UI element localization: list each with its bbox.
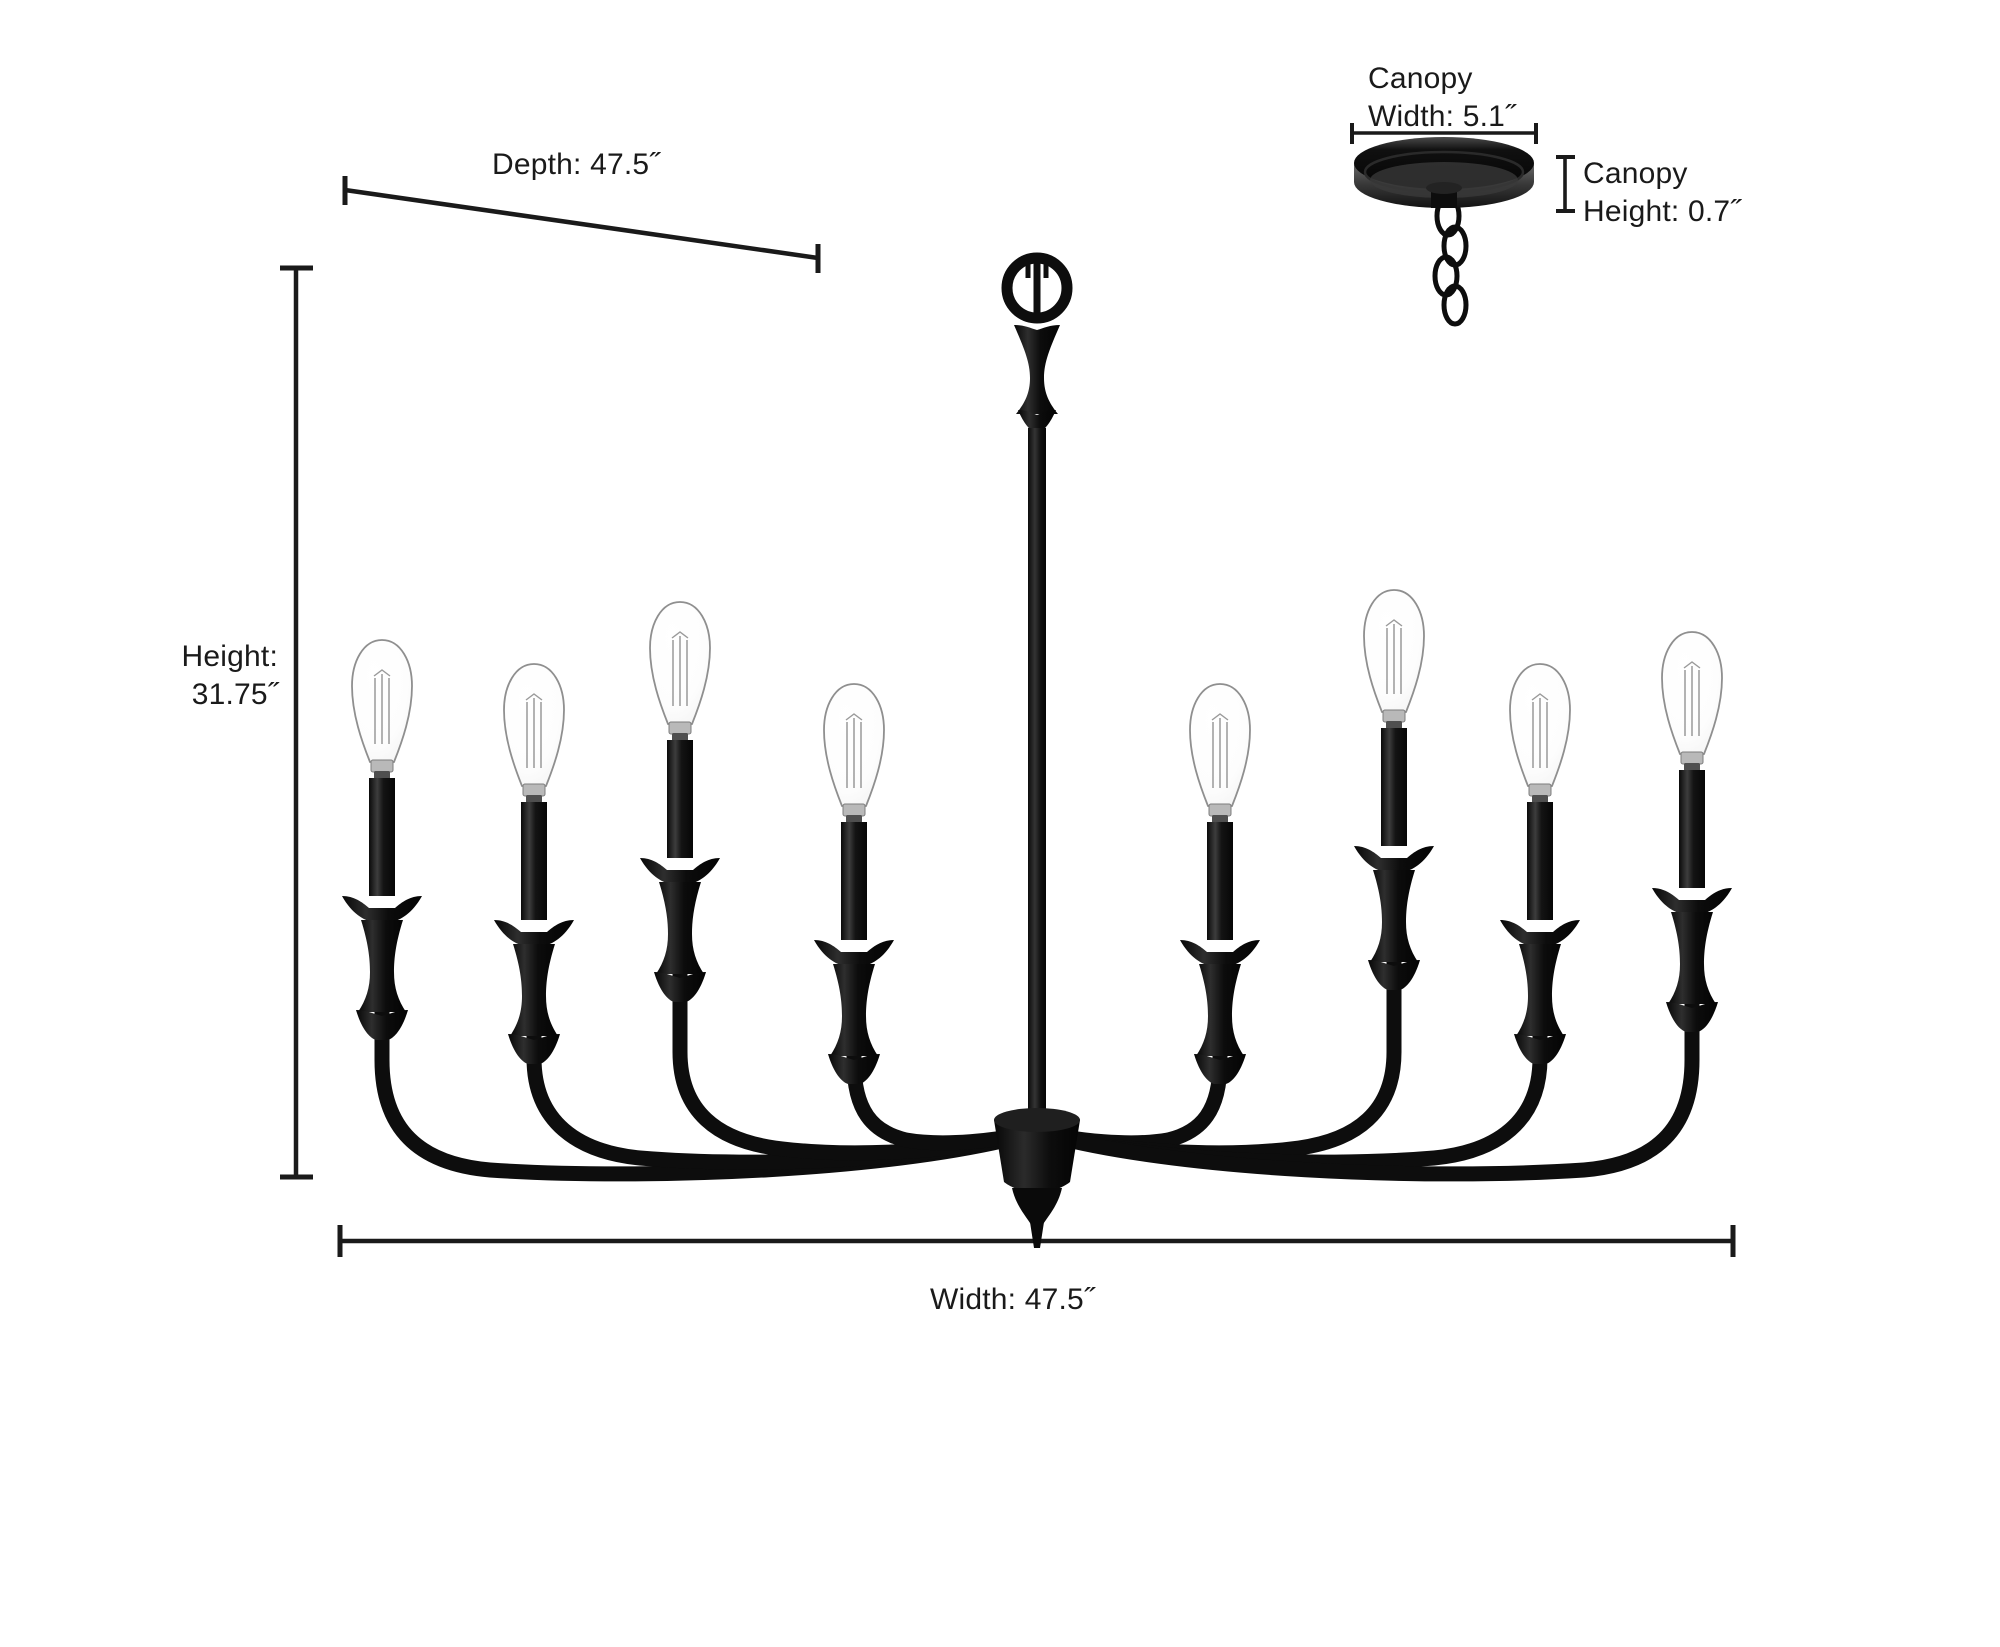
- canopy-height-line2: Height: 0.7˝: [1583, 195, 1741, 229]
- canopy-width-line1: Canopy: [1368, 62, 1473, 95]
- depth-label: Depth: 47.5˝: [492, 148, 660, 181]
- center-hub: [994, 1108, 1080, 1248]
- width-label: Width: 47.5˝: [930, 1283, 1095, 1316]
- canopy-illustration: [1354, 137, 1534, 327]
- height-label-line2: 31.75˝: [191, 678, 278, 712]
- canopy-width-line2: Width: 5.1˝: [1368, 100, 1516, 134]
- arms: [374, 880, 1700, 1182]
- center-stem: [1028, 428, 1046, 1130]
- chandelier-illustration: [341, 252, 1733, 1248]
- height-label: Height: 31.75˝: [30, 638, 278, 715]
- depth-dimension-line: [342, 176, 821, 273]
- height-label-line1: Height:: [181, 640, 278, 673]
- canopy-height-line1: Canopy: [1583, 157, 1688, 190]
- height-dimension-line: [280, 265, 313, 1180]
- hanger-loop: [1001, 252, 1073, 324]
- canopy-width-dimension-line: [1350, 123, 1538, 144]
- dimension-lines: [280, 123, 1736, 1257]
- canopy-height-dimension-line: [1556, 155, 1575, 213]
